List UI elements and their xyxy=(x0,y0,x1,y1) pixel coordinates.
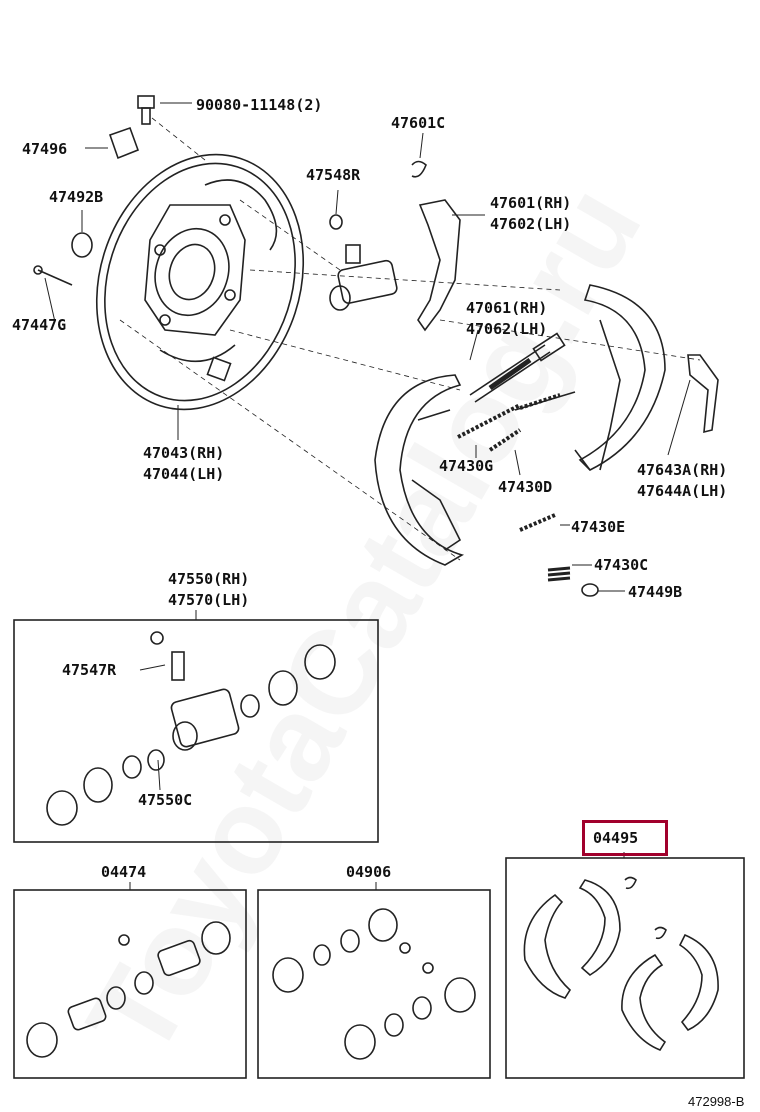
construction-lines xyxy=(119,117,701,561)
label-47601c: 47601C xyxy=(391,114,446,132)
figure-id: 472998-B xyxy=(688,1094,745,1109)
kit-04495-drawing xyxy=(523,876,719,1051)
label-47601-rh: 47601(RH) xyxy=(490,194,572,212)
label-04495[interactable]: 04495 xyxy=(593,829,639,847)
wheel-cylinder-exploded-drawing xyxy=(46,631,336,826)
label-90080-11148: 90080-11148(2) xyxy=(196,96,323,114)
front-shoe-drawing xyxy=(374,374,465,566)
label-47062-lh: 47062(LH) xyxy=(466,320,548,338)
label-47430c: 47430C xyxy=(594,556,649,574)
label-47430g: 47430G xyxy=(439,457,494,475)
kit-04495-box xyxy=(505,857,745,1079)
strut-drawing xyxy=(469,332,566,403)
label-04906: 04906 xyxy=(346,863,392,881)
label-47643a-rh: 47643A(RH) xyxy=(637,461,728,479)
bolt-drawing xyxy=(137,95,155,125)
label-47547r: 47547R xyxy=(62,661,117,679)
label-47449b: 47449B xyxy=(628,583,683,601)
label-47644a-lh: 47644A(LH) xyxy=(637,482,728,500)
label-47492b: 47492B xyxy=(49,188,104,206)
label-47548r: 47548R xyxy=(306,166,361,184)
label-47043-rh: 47043(RH) xyxy=(143,444,225,462)
label-47430d: 47430D xyxy=(498,478,553,496)
label-47061-rh: 47061(RH) xyxy=(466,299,548,317)
label-47044-lh: 47044(LH) xyxy=(143,465,225,483)
label-47447g: 47447G xyxy=(12,316,67,334)
rear-shoe-drawing xyxy=(574,284,666,471)
kit-04906-drawing xyxy=(272,908,476,1060)
kit-04474-drawing xyxy=(26,921,231,1058)
selected-part-highlight xyxy=(582,820,668,856)
label-47550c: 47550C xyxy=(138,791,193,809)
label-47496: 47496 xyxy=(22,140,68,158)
kit-04906-box xyxy=(257,889,491,1079)
label-04474: 04474 xyxy=(101,863,147,881)
label-47430e: 47430E xyxy=(571,518,626,536)
backing-plate-drawing xyxy=(95,153,305,411)
label-47602-lh: 47602(LH) xyxy=(490,215,572,233)
kit-04474-box xyxy=(13,889,247,1079)
leader-lines xyxy=(44,102,691,890)
wheel-cylinder-box xyxy=(13,619,379,843)
wheel-cylinder-drawing xyxy=(329,244,398,311)
label-47550-rh: 47550(RH) xyxy=(168,570,250,588)
label-47570-lh: 47570(LH) xyxy=(168,591,250,609)
